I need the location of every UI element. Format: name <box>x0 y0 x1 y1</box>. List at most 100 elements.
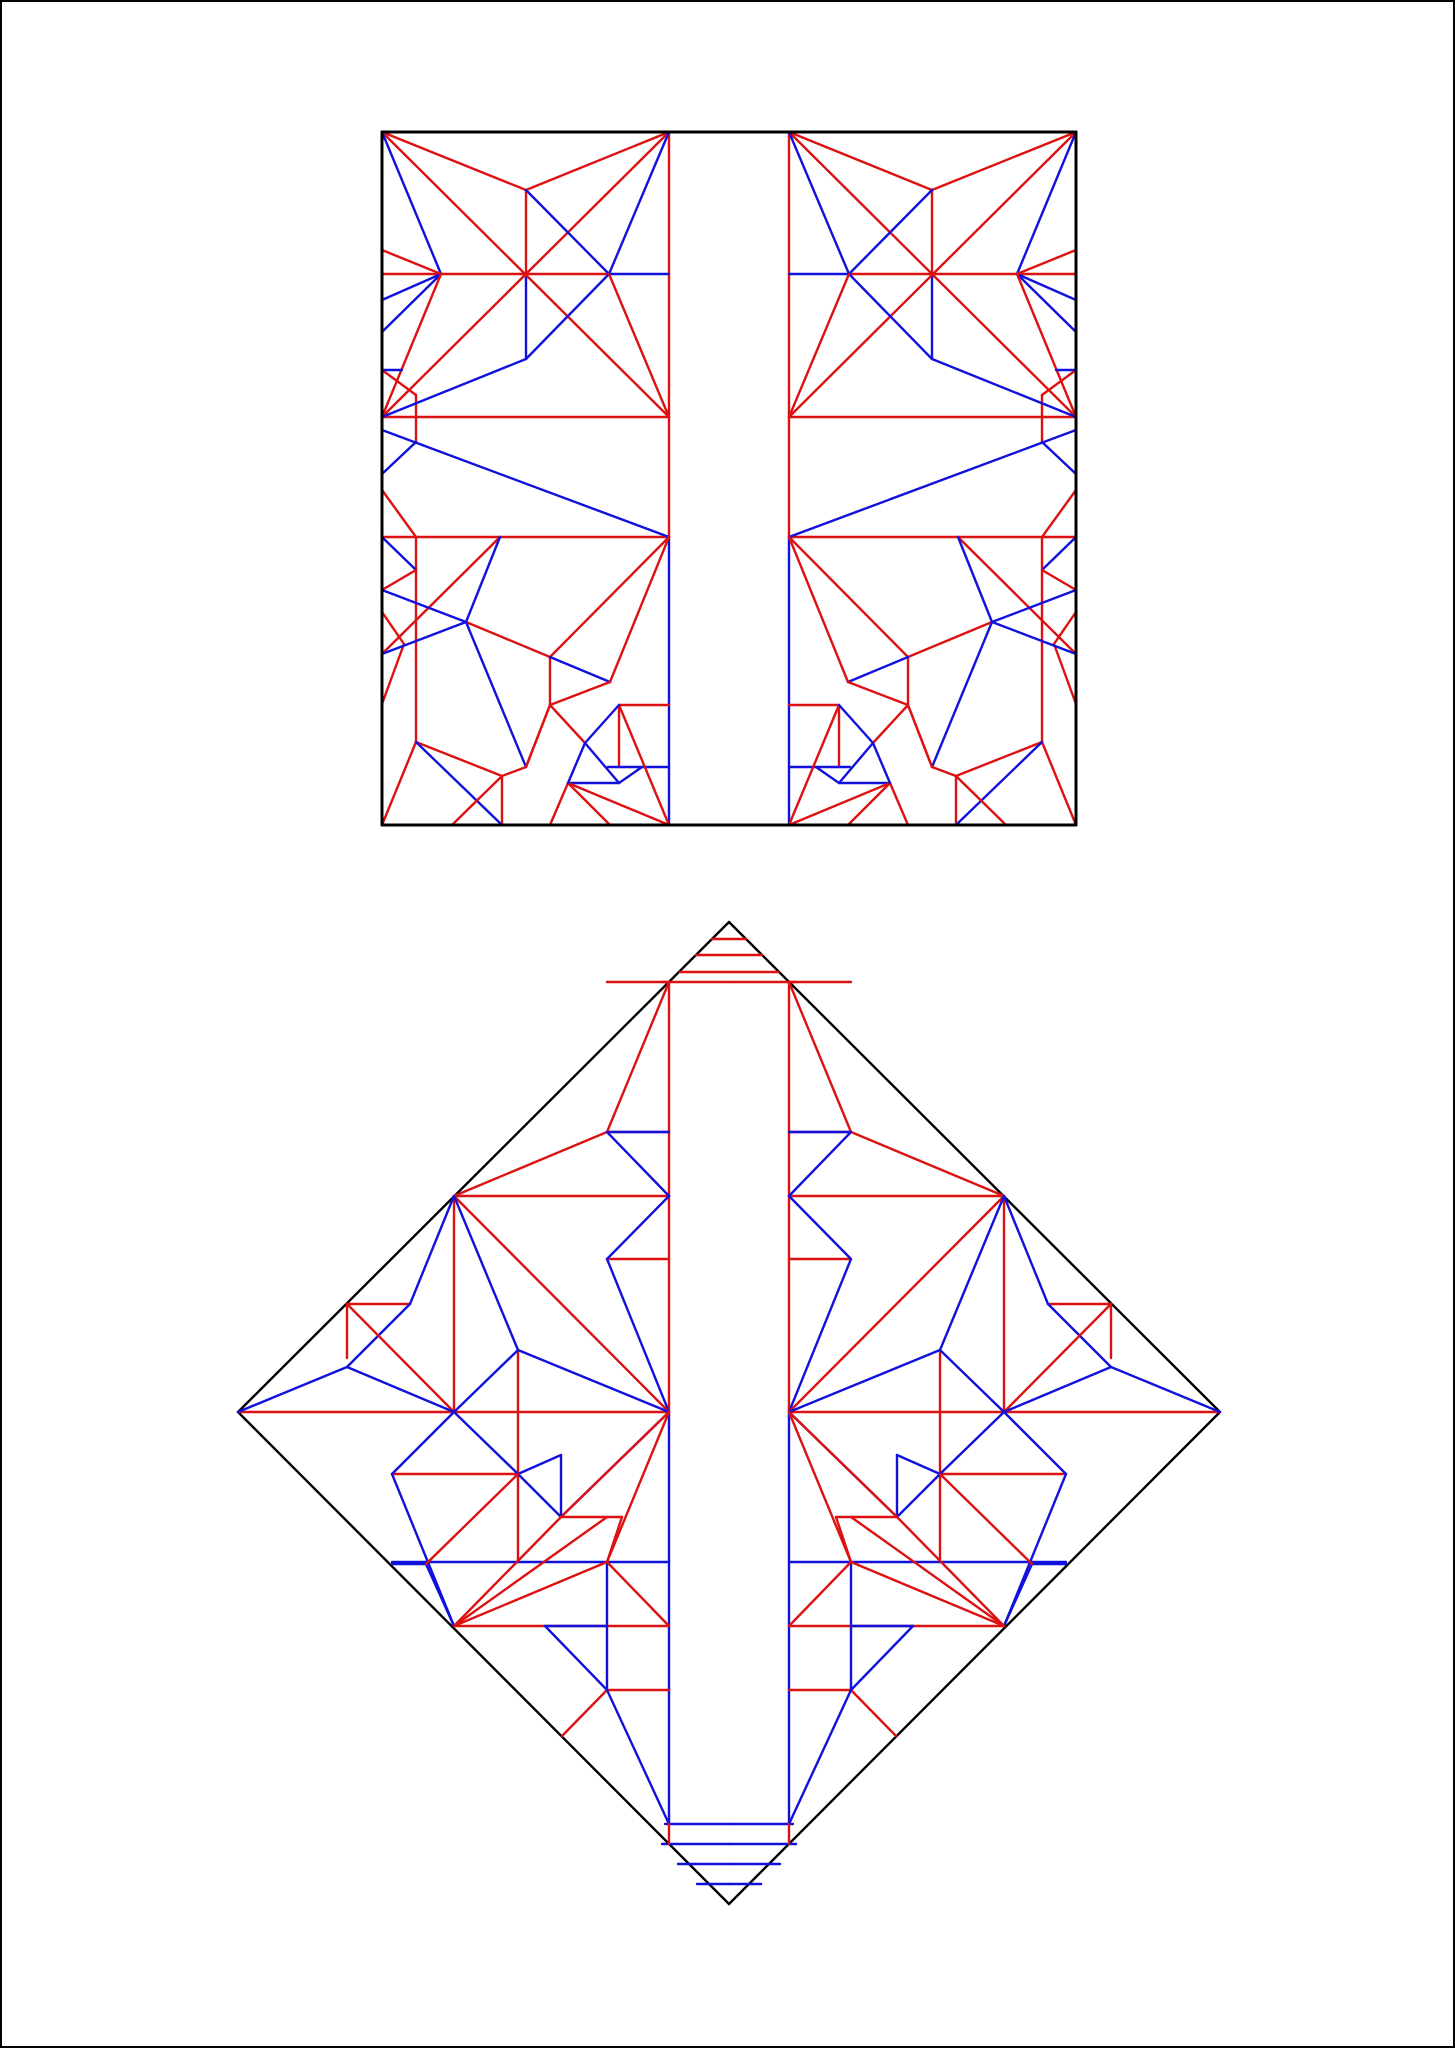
valley-crease <box>380 272 443 302</box>
valley-crease <box>849 1624 915 1692</box>
valley-crease <box>566 741 587 785</box>
valley-crease <box>605 1194 671 1261</box>
valley-crease <box>464 620 528 769</box>
valley-crease <box>956 535 994 624</box>
valley-crease <box>1015 130 1078 276</box>
mountain-crease <box>608 535 671 684</box>
mountain-crease <box>930 765 958 778</box>
valley-crease <box>380 428 671 539</box>
valley-crease <box>1002 1365 1113 1414</box>
mountain-crease <box>787 980 853 1134</box>
valley-crease <box>1015 272 1078 334</box>
valley-crease <box>617 765 644 785</box>
valley-crease <box>847 272 934 361</box>
valley-crease <box>524 272 611 361</box>
border-edge <box>236 1410 731 1906</box>
mountain-crease <box>1040 568 1078 592</box>
mountain-crease <box>787 1410 853 1564</box>
mountain-crease <box>452 1194 671 1414</box>
mountain-crease <box>787 130 1078 419</box>
mountain-crease <box>787 781 892 827</box>
mountain-crease <box>1052 642 1078 706</box>
valley-crease <box>954 740 1044 827</box>
valley-crease <box>605 1130 671 1198</box>
mountain-crease <box>1015 272 1078 419</box>
mountain-crease <box>846 680 910 707</box>
valley-crease <box>814 765 841 785</box>
valley-crease <box>787 130 851 276</box>
diamond-crease-pattern <box>236 920 1222 1906</box>
valley-crease <box>516 1348 671 1414</box>
valley-crease <box>787 1130 853 1198</box>
border-edge <box>727 920 1222 1414</box>
valley-crease <box>846 655 910 684</box>
valley-crease <box>787 1257 853 1414</box>
mountain-crease <box>954 740 1044 778</box>
mountain-crease <box>605 980 671 1134</box>
mountain-crease <box>849 1688 898 1738</box>
valley-crease <box>787 1194 853 1261</box>
valley-crease <box>605 1688 671 1826</box>
mountain-crease <box>559 1410 671 1519</box>
valley-crease <box>380 440 418 476</box>
valley-crease <box>524 188 611 276</box>
valley-crease <box>543 1624 609 1692</box>
valley-crease <box>938 1194 1006 1352</box>
mountain-crease <box>787 130 934 192</box>
valley-crease <box>380 620 468 656</box>
mountain-crease <box>380 535 502 656</box>
valley-crease <box>380 588 468 624</box>
valley-crease <box>452 1348 520 1414</box>
valley-crease <box>380 272 443 334</box>
valley-crease <box>787 428 1078 539</box>
mountain-crease <box>345 1302 456 1414</box>
mountain-crease <box>566 781 671 827</box>
valley-crease <box>583 741 621 785</box>
border-edge <box>236 920 731 1414</box>
valley-crease <box>548 655 612 684</box>
mountain-crease <box>452 1515 563 1628</box>
mountain-crease <box>452 1515 609 1628</box>
valley-crease <box>236 1365 349 1414</box>
mountain-crease <box>380 740 418 827</box>
mountain-crease <box>849 1130 1006 1198</box>
mountain-crease <box>930 130 1078 192</box>
valley-crease <box>938 1348 1006 1414</box>
mountain-crease <box>452 1130 609 1198</box>
valley-crease <box>380 357 528 419</box>
valley-crease <box>424 1562 456 1628</box>
mountain-crease <box>380 272 443 419</box>
mountain-crease <box>871 703 910 745</box>
valley-crease <box>1040 440 1078 476</box>
mountain-crease <box>787 272 851 419</box>
valley-crease <box>1002 1410 1068 1476</box>
mountain-crease <box>787 535 850 684</box>
mountain-crease <box>954 774 1008 827</box>
mountain-crease <box>895 1515 1006 1628</box>
mountain-crease <box>787 1194 1006 1414</box>
valley-crease <box>1002 1562 1034 1628</box>
valley-crease <box>408 1194 456 1306</box>
mountain-crease <box>424 1472 520 1566</box>
mountain-crease <box>846 781 892 827</box>
valley-crease <box>464 535 502 624</box>
mountain-crease <box>452 1560 609 1628</box>
mountain-crease <box>605 1560 671 1628</box>
valley-crease <box>1040 535 1078 572</box>
mountain-crease <box>524 130 671 192</box>
valley-crease <box>607 130 671 276</box>
mountain-crease <box>380 130 528 192</box>
valley-crease <box>1002 1194 1050 1306</box>
mountain-crease <box>956 535 1078 656</box>
mountain-crease <box>1052 610 1078 646</box>
mountain-crease <box>787 535 910 659</box>
mountain-crease <box>380 642 406 706</box>
valley-crease <box>787 1348 942 1414</box>
valley-crease <box>452 1194 520 1352</box>
valley-crease <box>990 588 1078 624</box>
valley-crease <box>1015 272 1078 302</box>
valley-crease <box>605 1257 671 1414</box>
mountain-crease <box>787 1560 853 1628</box>
mountain-crease <box>380 368 418 397</box>
